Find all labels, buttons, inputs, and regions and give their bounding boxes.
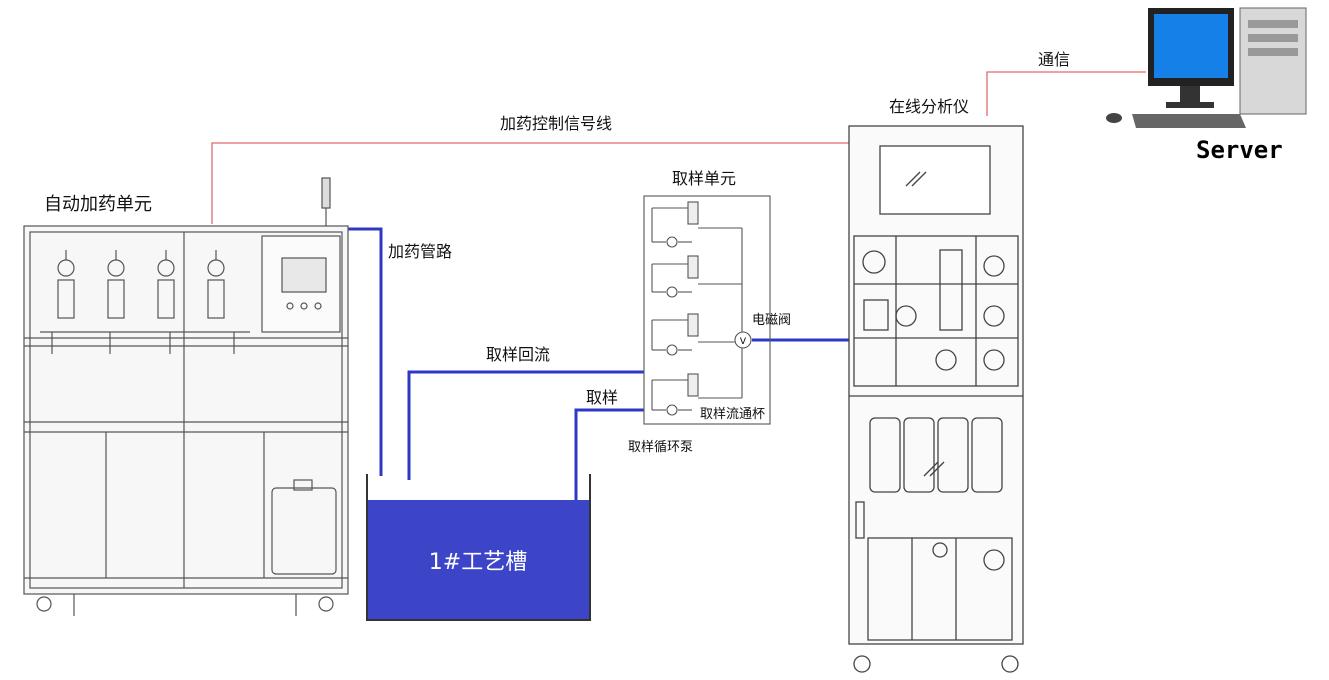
sampling-label: 取样 [586,388,619,407]
process-tank-label: 1#工艺槽 [428,550,528,575]
dosing-signal-line-label: 加药控制信号线 [500,114,613,133]
dosing-signal-line [211,142,849,224]
flow-cell-icon [651,313,742,356]
sampling-unit-label: 取样单元 [672,169,737,188]
valve-symbol: V [740,337,747,347]
communication-label: 通信 [1038,50,1071,69]
dosing-pump-icon [157,250,175,319]
flow-cell-icon [651,373,742,416]
sampling-pipe [574,408,644,500]
sample-return-label: 取样回流 [486,345,551,364]
sampling-unit [643,195,771,425]
desktop-computer-icon [1106,7,1307,128]
auto-dosing-unit-label: 自动加药单元 [44,194,152,215]
auto-dosing-unit [23,177,349,616]
reagent-bottle-icon [869,417,901,493]
flow-cell-icon [651,255,742,298]
flow-cell-icon [651,201,742,248]
dosing-pipe [344,227,383,476]
reagent-bottle-icon [937,417,969,493]
online-analyzer [848,125,1024,673]
solenoid-valve-label: 电磁阀 [752,313,792,328]
sample-return-pipe [407,370,644,480]
dosing-pipe-label: 加药管路 [388,242,453,261]
online-analyzer-label: 在线分析仪 [889,97,970,116]
communication-line [986,71,1146,116]
server-label: Server [1196,136,1283,164]
circulation-pump-label: 取样循环泵 [628,440,694,455]
dosing-pump-icon [207,250,225,319]
reagent-bottle-icon [971,417,1003,493]
flow-cup-label: 取样流通杯 [700,407,766,422]
process-tank [366,474,591,621]
dosing-pump-icon [107,250,125,319]
dosing-pump-icon [57,250,75,319]
valve-icon [734,331,752,349]
reagent-bottle-icon [903,417,935,493]
